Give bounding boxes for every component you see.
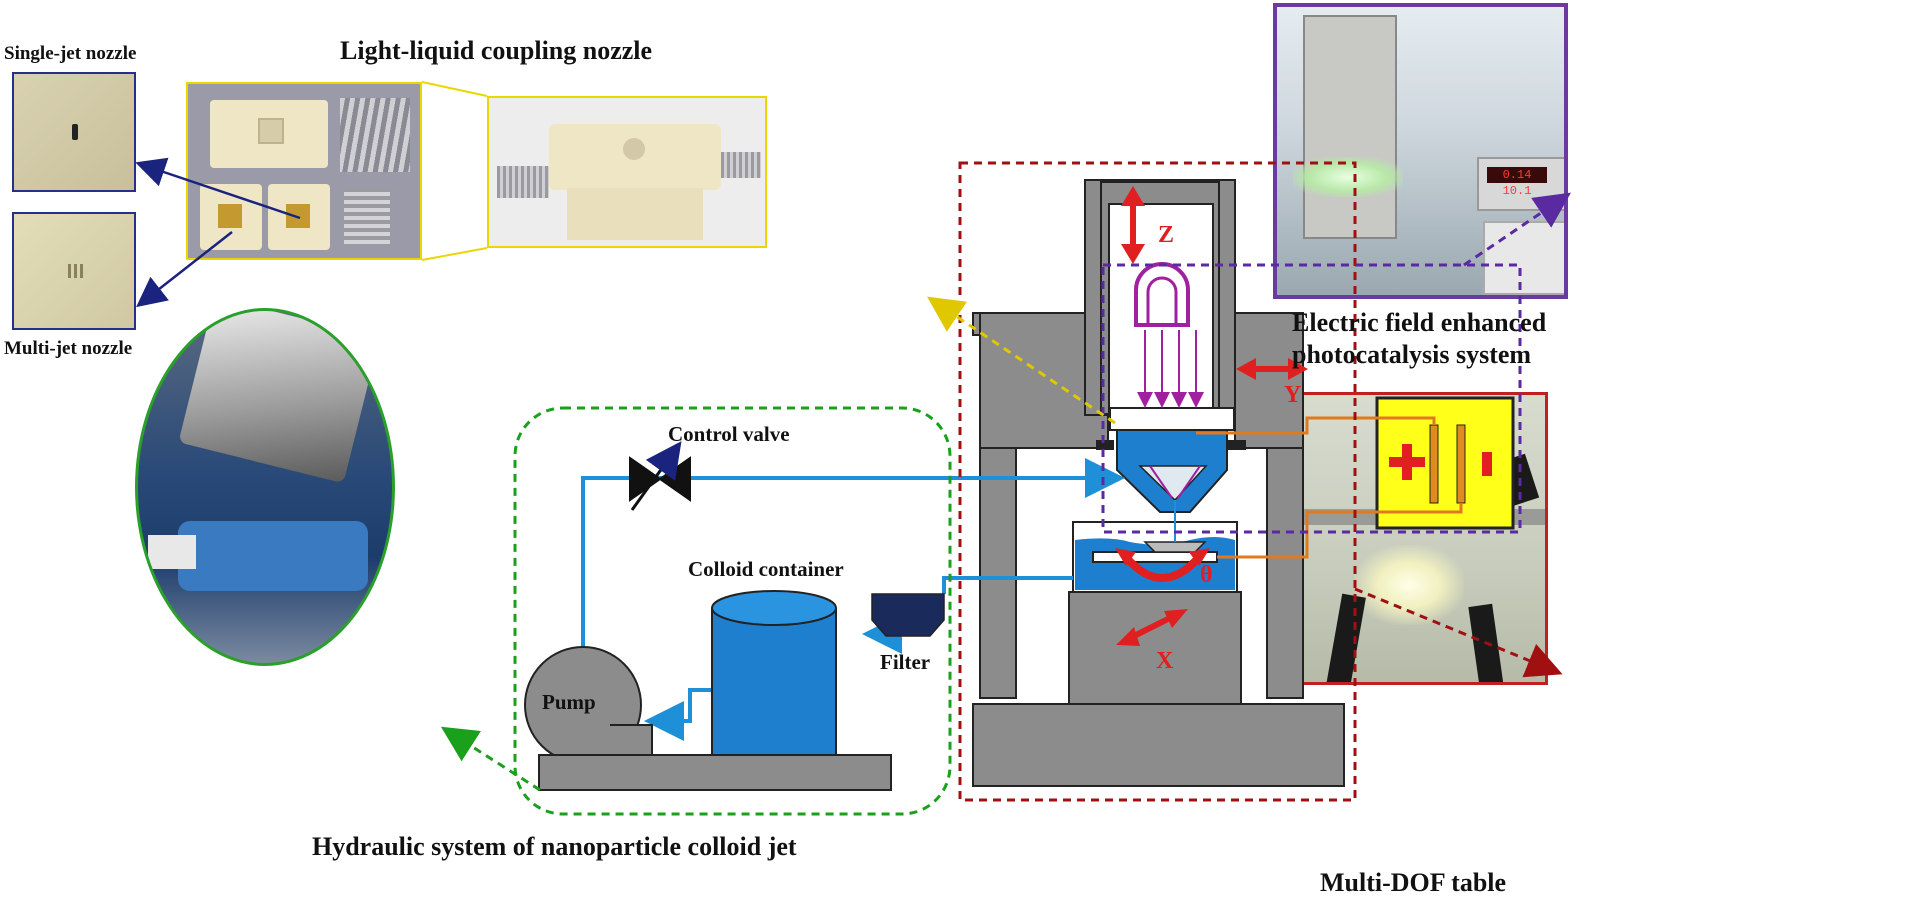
y-axis-label: Y <box>1284 382 1302 408</box>
connector-single-jet <box>135 157 301 220</box>
pump-label: Pump <box>542 690 596 714</box>
motor <box>178 521 368 591</box>
hydraulic-dashed-box <box>513 406 952 816</box>
assembled-nozzle-photo <box>487 96 767 248</box>
fittings <box>344 188 390 244</box>
pipe-tank-to-filter <box>942 576 1073 594</box>
single-jet-nozzle-label: Single-jet nozzle <box>4 43 137 64</box>
theta-arrowhead-right <box>1189 548 1210 566</box>
equipment-cabinet <box>1303 15 1397 239</box>
electric-field-label-line1: Electric field enhanced <box>1292 308 1547 337</box>
theta-arrowhead-left <box>1115 548 1136 566</box>
nozzle-part-center-hole <box>258 118 284 144</box>
arrow-to-multi-dof-photo <box>1354 587 1563 678</box>
z-axis-arrow <box>1121 186 1145 264</box>
motor-label <box>148 535 196 569</box>
single-jet-slot <box>72 124 78 140</box>
nozzle-part-window-2 <box>286 204 310 228</box>
multi-jet-nozzle-photo <box>12 212 136 330</box>
machine-dashed-box <box>958 161 1357 802</box>
uv-lamp-inner <box>1146 276 1178 325</box>
electrode-wire-top <box>1196 416 1436 435</box>
colloid-container <box>711 608 837 756</box>
pump-photo <box>135 308 395 666</box>
nozzle-parts-photo <box>186 82 422 260</box>
bolts <box>340 98 410 172</box>
workpiece <box>1143 541 1207 553</box>
pipe-container-to-pump <box>644 688 712 741</box>
theta-arc <box>1121 553 1204 582</box>
arrow-to-pump-photo <box>440 726 541 792</box>
arrow-to-electric-field-photo <box>1463 192 1571 267</box>
multi-jet-slots <box>68 264 84 278</box>
uv-lamp <box>1134 262 1190 327</box>
multi-jet-nozzle-label: Multi-jet nozzle <box>4 338 133 359</box>
yellow-connector-bottom <box>421 247 488 261</box>
multi-dof-table-label: Multi-DOF table <box>1320 868 1507 897</box>
y-axis-arrow <box>1236 358 1308 380</box>
pump-base <box>538 754 892 791</box>
arrow-to-assembled-nozzle <box>927 296 1116 425</box>
electric-field-system-photo: 0.14 10.1 <box>1273 3 1568 299</box>
electrode-wire-bottom <box>1217 503 1463 559</box>
electrode-plate-2 <box>1456 424 1466 504</box>
hydraulic-system-label: Hydraulic system of nanoparticle colloid… <box>312 832 797 861</box>
nozzle-clamp-right <box>1228 440 1246 450</box>
valve-adjust-arrow <box>630 441 682 511</box>
assembled-nozzle-body <box>567 188 703 240</box>
nozzle-head-plate <box>1109 407 1235 431</box>
pipe-pump-to-nozzle <box>581 458 1125 653</box>
nozzle-part-window-1 <box>218 204 242 228</box>
control-valve-label: Control valve <box>668 422 790 446</box>
photocatalysis-dashed-box <box>1101 263 1522 534</box>
left-fitting <box>497 166 549 198</box>
filter <box>871 593 945 637</box>
theta-axis-label: θ <box>1200 562 1213 588</box>
light-liquid-nozzle-label: Light-liquid coupling nozzle <box>340 36 653 65</box>
x-axis-label: X <box>1156 648 1174 674</box>
uv-light-rays <box>1137 330 1204 499</box>
nozzle-clamp-left <box>1096 440 1114 450</box>
z-axis-label: Z <box>1158 222 1175 248</box>
control-valve <box>629 456 691 502</box>
assembled-nozzle-hole <box>623 138 645 160</box>
filter-label: Filter <box>880 650 931 674</box>
electrode-plate-1 <box>1429 424 1439 504</box>
colloid-container-top <box>711 590 837 626</box>
positive-sign <box>1389 444 1425 480</box>
electric-field-label-line2: photocatalysis system <box>1292 340 1532 369</box>
single-jet-nozzle-photo <box>12 72 136 192</box>
x-axis-arrow <box>1116 609 1188 646</box>
power-supply-lower <box>1483 221 1564 295</box>
colloid-container-label: Colloid container <box>688 557 844 581</box>
power-supply-display: 0.14 10.1 <box>1487 167 1547 198</box>
right-fitting <box>721 152 761 178</box>
yellow-connector-top <box>421 81 488 97</box>
connector-multi-jet <box>136 231 233 308</box>
negative-sign <box>1482 452 1492 476</box>
